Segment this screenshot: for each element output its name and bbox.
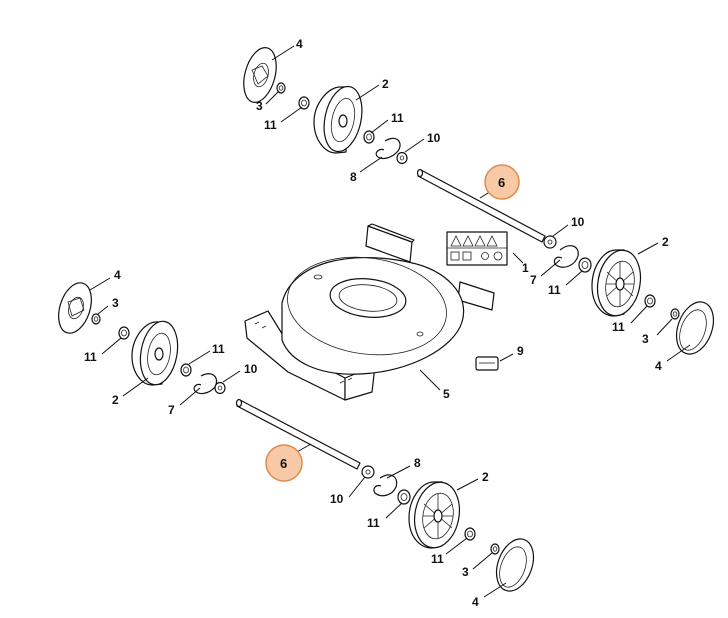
callout-washer-rear-right: 10 xyxy=(427,131,441,145)
rear-right-nut xyxy=(276,82,286,94)
callout-wheel-front-left: 2 xyxy=(112,393,119,407)
rear-axle-callout-circle xyxy=(484,164,520,200)
callout-washer-front-left: 10 xyxy=(244,362,258,376)
callout-hubcap-front-right: 4 xyxy=(472,595,479,609)
callout-clip-rear-right: 8 xyxy=(350,170,357,184)
rear-left-nut xyxy=(670,308,680,320)
rear-left-washer xyxy=(543,235,557,249)
callout-washer-rear-left: 10 xyxy=(571,215,585,229)
callout-hubcap-rear-left: 4 xyxy=(655,359,662,373)
callout-numbers: 4 3 11 2 11 8 10 6 10 1 7 11 2 11 3 4 4 … xyxy=(84,37,669,609)
badge xyxy=(475,356,499,371)
safety-label-sticker xyxy=(446,231,508,266)
rear-axle xyxy=(416,168,546,243)
callout-bearing-outer-rear-left: 11 xyxy=(612,320,625,334)
front-left-bearing-inner xyxy=(180,363,192,377)
callout-nut-front-right: 3 xyxy=(462,565,469,579)
callout-wheel-front-right: 2 xyxy=(482,470,489,484)
callout-nut-rear-left: 3 xyxy=(642,332,649,346)
rear-right-washer xyxy=(396,151,408,165)
front-right-nut xyxy=(490,543,500,555)
callout-front-axle: 6 xyxy=(280,456,287,471)
callout-clip-rear-left: 7 xyxy=(530,273,537,287)
callout-bearing-inner-front-right: 11 xyxy=(367,516,380,530)
callout-hubcap-front-left: 4 xyxy=(114,268,121,282)
callout-bearing-outer-front-right: 11 xyxy=(431,552,444,566)
callout-clip-front-right: 8 xyxy=(414,456,421,470)
callout-nut-front-left: 3 xyxy=(112,296,119,310)
rear-right-clip xyxy=(375,137,401,160)
callout-bearing-outer-rear-right: 11 xyxy=(264,118,277,132)
mower-deck xyxy=(244,223,495,401)
callout-wheel-rear-left: 2 xyxy=(662,235,669,249)
callout-badge: 9 xyxy=(517,344,524,358)
callout-wheel-rear-right: 2 xyxy=(382,77,389,91)
front-left-bearing-outer xyxy=(118,326,130,340)
callout-bearing-inner-rear-left: 11 xyxy=(548,283,561,297)
rear-right-bearing-inner xyxy=(363,130,375,144)
rear-right-hubcap xyxy=(243,47,277,103)
rear-left-bearing-outer xyxy=(644,294,656,308)
rear-left-hubcap xyxy=(675,301,715,355)
rear-left-bearing-inner xyxy=(578,257,592,273)
callout-rear-axle: 6 xyxy=(498,175,505,190)
front-right-wheel xyxy=(408,481,461,549)
rear-right-bearing-outer xyxy=(298,96,310,110)
front-right-clip xyxy=(373,474,398,497)
highlight-circles xyxy=(265,164,520,482)
callout-washer-front-right: 10 xyxy=(330,492,344,506)
front-right-washer xyxy=(361,465,375,479)
rear-left-clip xyxy=(553,245,579,268)
callout-bearing-outer-front-left: 11 xyxy=(84,350,97,364)
callout-bearing-inner-rear-right: 11 xyxy=(391,111,404,125)
front-left-nut xyxy=(91,313,101,325)
callout-hubcap-rear-right: 4 xyxy=(296,37,303,51)
leader-lines xyxy=(89,45,691,598)
front-right-bearing-outer xyxy=(464,527,476,541)
callout-clip-front-left: 7 xyxy=(168,403,175,417)
front-right-bearing-inner xyxy=(397,489,411,505)
rear-left-wheel xyxy=(591,249,642,317)
rear-right-wheel xyxy=(313,85,363,154)
front-axle-callout-circle xyxy=(265,444,303,482)
front-left-hubcap xyxy=(58,282,92,334)
callout-bearing-inner-front-left: 11 xyxy=(212,342,225,356)
callout-nut-rear-right: 3 xyxy=(256,99,263,113)
front-left-wheel xyxy=(131,320,179,386)
callout-label-kit: 1 xyxy=(522,261,529,275)
front-right-hubcap xyxy=(495,538,535,592)
front-left-washer xyxy=(214,381,226,395)
front-axle xyxy=(235,398,361,470)
callout-deck: 5 xyxy=(443,387,450,401)
